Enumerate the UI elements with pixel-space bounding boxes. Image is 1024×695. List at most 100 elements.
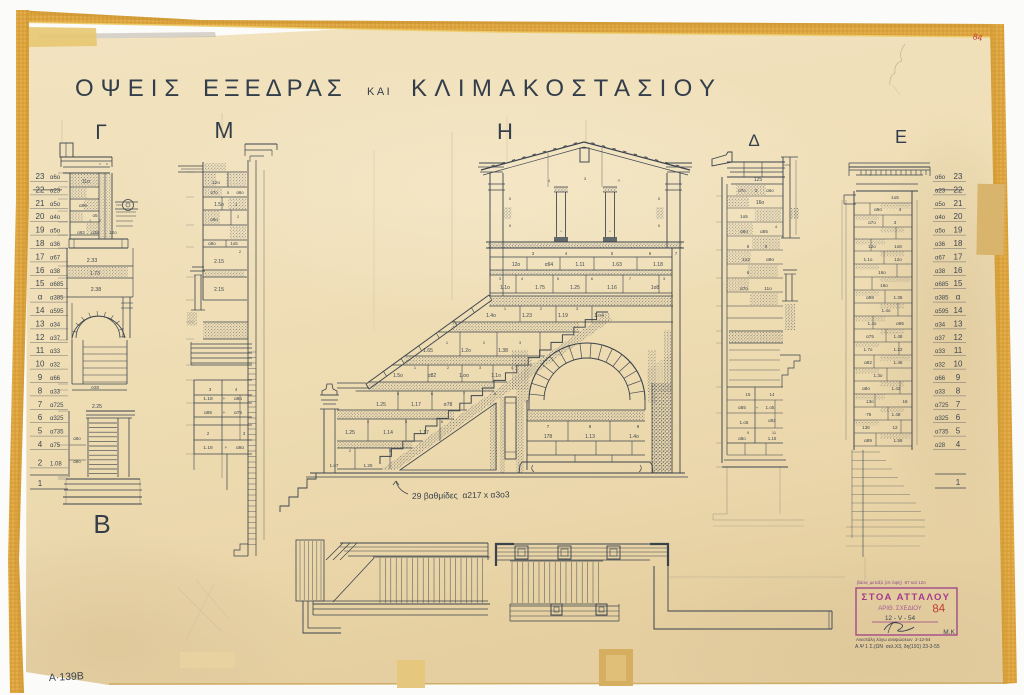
svg-text:α28: α28 (935, 443, 946, 449)
svg-text:α38: α38 (91, 230, 99, 235)
svg-text:1ο8: 1ο8 (894, 244, 902, 249)
svg-text:12ο: 12ο (109, 230, 117, 235)
svg-text:3: 3 (755, 188, 758, 193)
svg-text:6: 6 (591, 276, 594, 281)
svg-text:*: * (560, 229, 562, 234)
svg-text:6: 6 (431, 391, 434, 396)
svg-text:19: 19 (36, 226, 45, 235)
svg-text:17: 17 (36, 252, 45, 261)
svg-text:1.οο: 1.οο (459, 373, 469, 379)
svg-text:α34: α34 (935, 322, 946, 328)
svg-text:α89: α89 (864, 438, 872, 443)
svg-text:20: 20 (954, 212, 963, 221)
svg-text:1ο2: 1ο2 (742, 257, 750, 263)
svg-text:7: 7 (547, 424, 550, 429)
svg-text:1.25: 1.25 (345, 430, 355, 436)
svg-text:α7ο: α7ο (210, 190, 218, 195)
svg-text:2.15: 2.15 (214, 287, 224, 293)
svg-text:1.5ο: 1.5ο (393, 373, 403, 379)
svg-text:α325: α325 (935, 416, 949, 422)
svg-text:α4ο: α4ο (50, 215, 61, 221)
svg-text:23: 23 (954, 172, 963, 181)
svg-text:16ο: 16ο (880, 283, 888, 288)
svg-text:13ο: 13ο (866, 399, 874, 404)
svg-text:α7ο: α7ο (738, 188, 746, 193)
svg-text:16: 16 (902, 399, 908, 404)
svg-text:ΣΤΟΑ ΑΤΤΑΛΟΥ: ΣΤΟΑ ΑΤΤΑΛΟΥ (862, 592, 951, 603)
svg-text:α34: α34 (50, 322, 61, 328)
svg-text:1.4ο: 1.4ο (486, 313, 496, 319)
svg-text:+: + (223, 396, 226, 401)
svg-text:1.15: 1.15 (768, 436, 777, 441)
svg-text:8: 8 (747, 244, 750, 249)
svg-text:14: 14 (36, 306, 45, 315)
svg-text:12ο: 12ο (894, 257, 902, 262)
svg-text:α32: α32 (50, 363, 61, 369)
svg-text:2: 2 (483, 340, 486, 345)
svg-text:21: 21 (954, 199, 963, 208)
svg-text:10: 10 (36, 360, 45, 369)
svg-text:α725: α725 (50, 403, 64, 409)
svg-text:1.7ο: 1.7ο (864, 347, 873, 352)
svg-text:α735: α735 (50, 430, 64, 436)
svg-text:ΑΡΙΘ. ΣΧΕΔΙΟΥ: ΑΡΙΘ. ΣΧΕΔΙΟΥ (878, 606, 922, 612)
svg-text:9: 9 (637, 424, 640, 429)
svg-text:α33: α33 (50, 389, 61, 395)
svg-text:1.1ο: 1.1ο (491, 373, 501, 379)
svg-text:α5ο: α5ο (50, 202, 61, 208)
svg-text:5: 5 (557, 276, 560, 281)
svg-text:4: 4 (899, 207, 902, 212)
svg-text:1ο5: 1ο5 (891, 195, 899, 200)
svg-text:7: 7 (675, 251, 678, 256)
svg-text:1.1ο: 1.1ο (500, 285, 510, 291)
svg-text:1.25: 1.25 (376, 402, 386, 408)
svg-text:α385: α385 (50, 296, 64, 302)
svg-text:1.ο5: 1.ο5 (740, 420, 749, 425)
svg-text:α85: α85 (204, 410, 212, 416)
svg-text:1.25: 1.25 (364, 463, 373, 468)
svg-text:1.08: 1.08 (50, 461, 62, 467)
svg-text:6: 6 (38, 413, 43, 422)
svg-text:12ο: 12ο (512, 262, 521, 268)
svg-text:α82: α82 (428, 373, 437, 379)
svg-text:10: 10 (954, 360, 963, 369)
svg-text:2.38: 2.38 (91, 287, 102, 293)
svg-text:2: 2 (540, 306, 543, 311)
svg-text:α9ο: α9ο (874, 207, 882, 212)
svg-text:8: 8 (589, 424, 592, 429)
svg-text:13: 13 (36, 319, 45, 328)
svg-text:12ο: 12ο (868, 244, 876, 249)
svg-text:α37: α37 (50, 336, 61, 342)
svg-text:1.46: 1.46 (894, 360, 903, 365)
svg-text:ΕΞΕΔΡΑΣ: ΕΞΕΔΡΑΣ (203, 75, 347, 102)
svg-text:2: 2 (207, 431, 210, 436)
svg-text:4: 4 (38, 440, 43, 449)
svg-text:1ο5: 1ο5 (740, 214, 748, 219)
svg-text:α5ο: α5ο (50, 229, 61, 235)
svg-text:α8ο: α8ο (73, 459, 81, 464)
svg-text:4: 4 (956, 440, 961, 449)
svg-text:α385: α385 (935, 296, 949, 302)
svg-text:7: 7 (463, 391, 466, 396)
svg-text:1.18: 1.18 (653, 262, 663, 268)
svg-text:16ο: 16ο (756, 200, 765, 206)
svg-text:9: 9 (765, 244, 768, 249)
svg-text:12: 12 (36, 333, 45, 342)
svg-text:3: 3 (584, 176, 587, 181)
svg-text:α23: α23 (935, 188, 946, 194)
svg-text:13: 13 (954, 319, 963, 328)
svg-text:*: * (609, 229, 611, 234)
svg-text:α8ο: α8ο (208, 241, 216, 246)
svg-text:α8ο: α8ο (73, 436, 81, 441)
svg-text:11: 11 (954, 346, 963, 355)
svg-text:1.19: 1.19 (558, 313, 568, 319)
svg-text:α5ο: α5ο (935, 229, 946, 235)
svg-text:α95: α95 (79, 203, 87, 209)
svg-text:3: 3 (519, 340, 522, 345)
svg-text:α8ο: α8ο (862, 386, 870, 391)
svg-text:α98: α98 (866, 295, 874, 300)
svg-text:α6ο: α6ο (50, 175, 61, 181)
svg-text:α32: α32 (935, 363, 946, 369)
svg-text:α685: α685 (50, 282, 64, 288)
svg-text:9: 9 (956, 373, 961, 382)
